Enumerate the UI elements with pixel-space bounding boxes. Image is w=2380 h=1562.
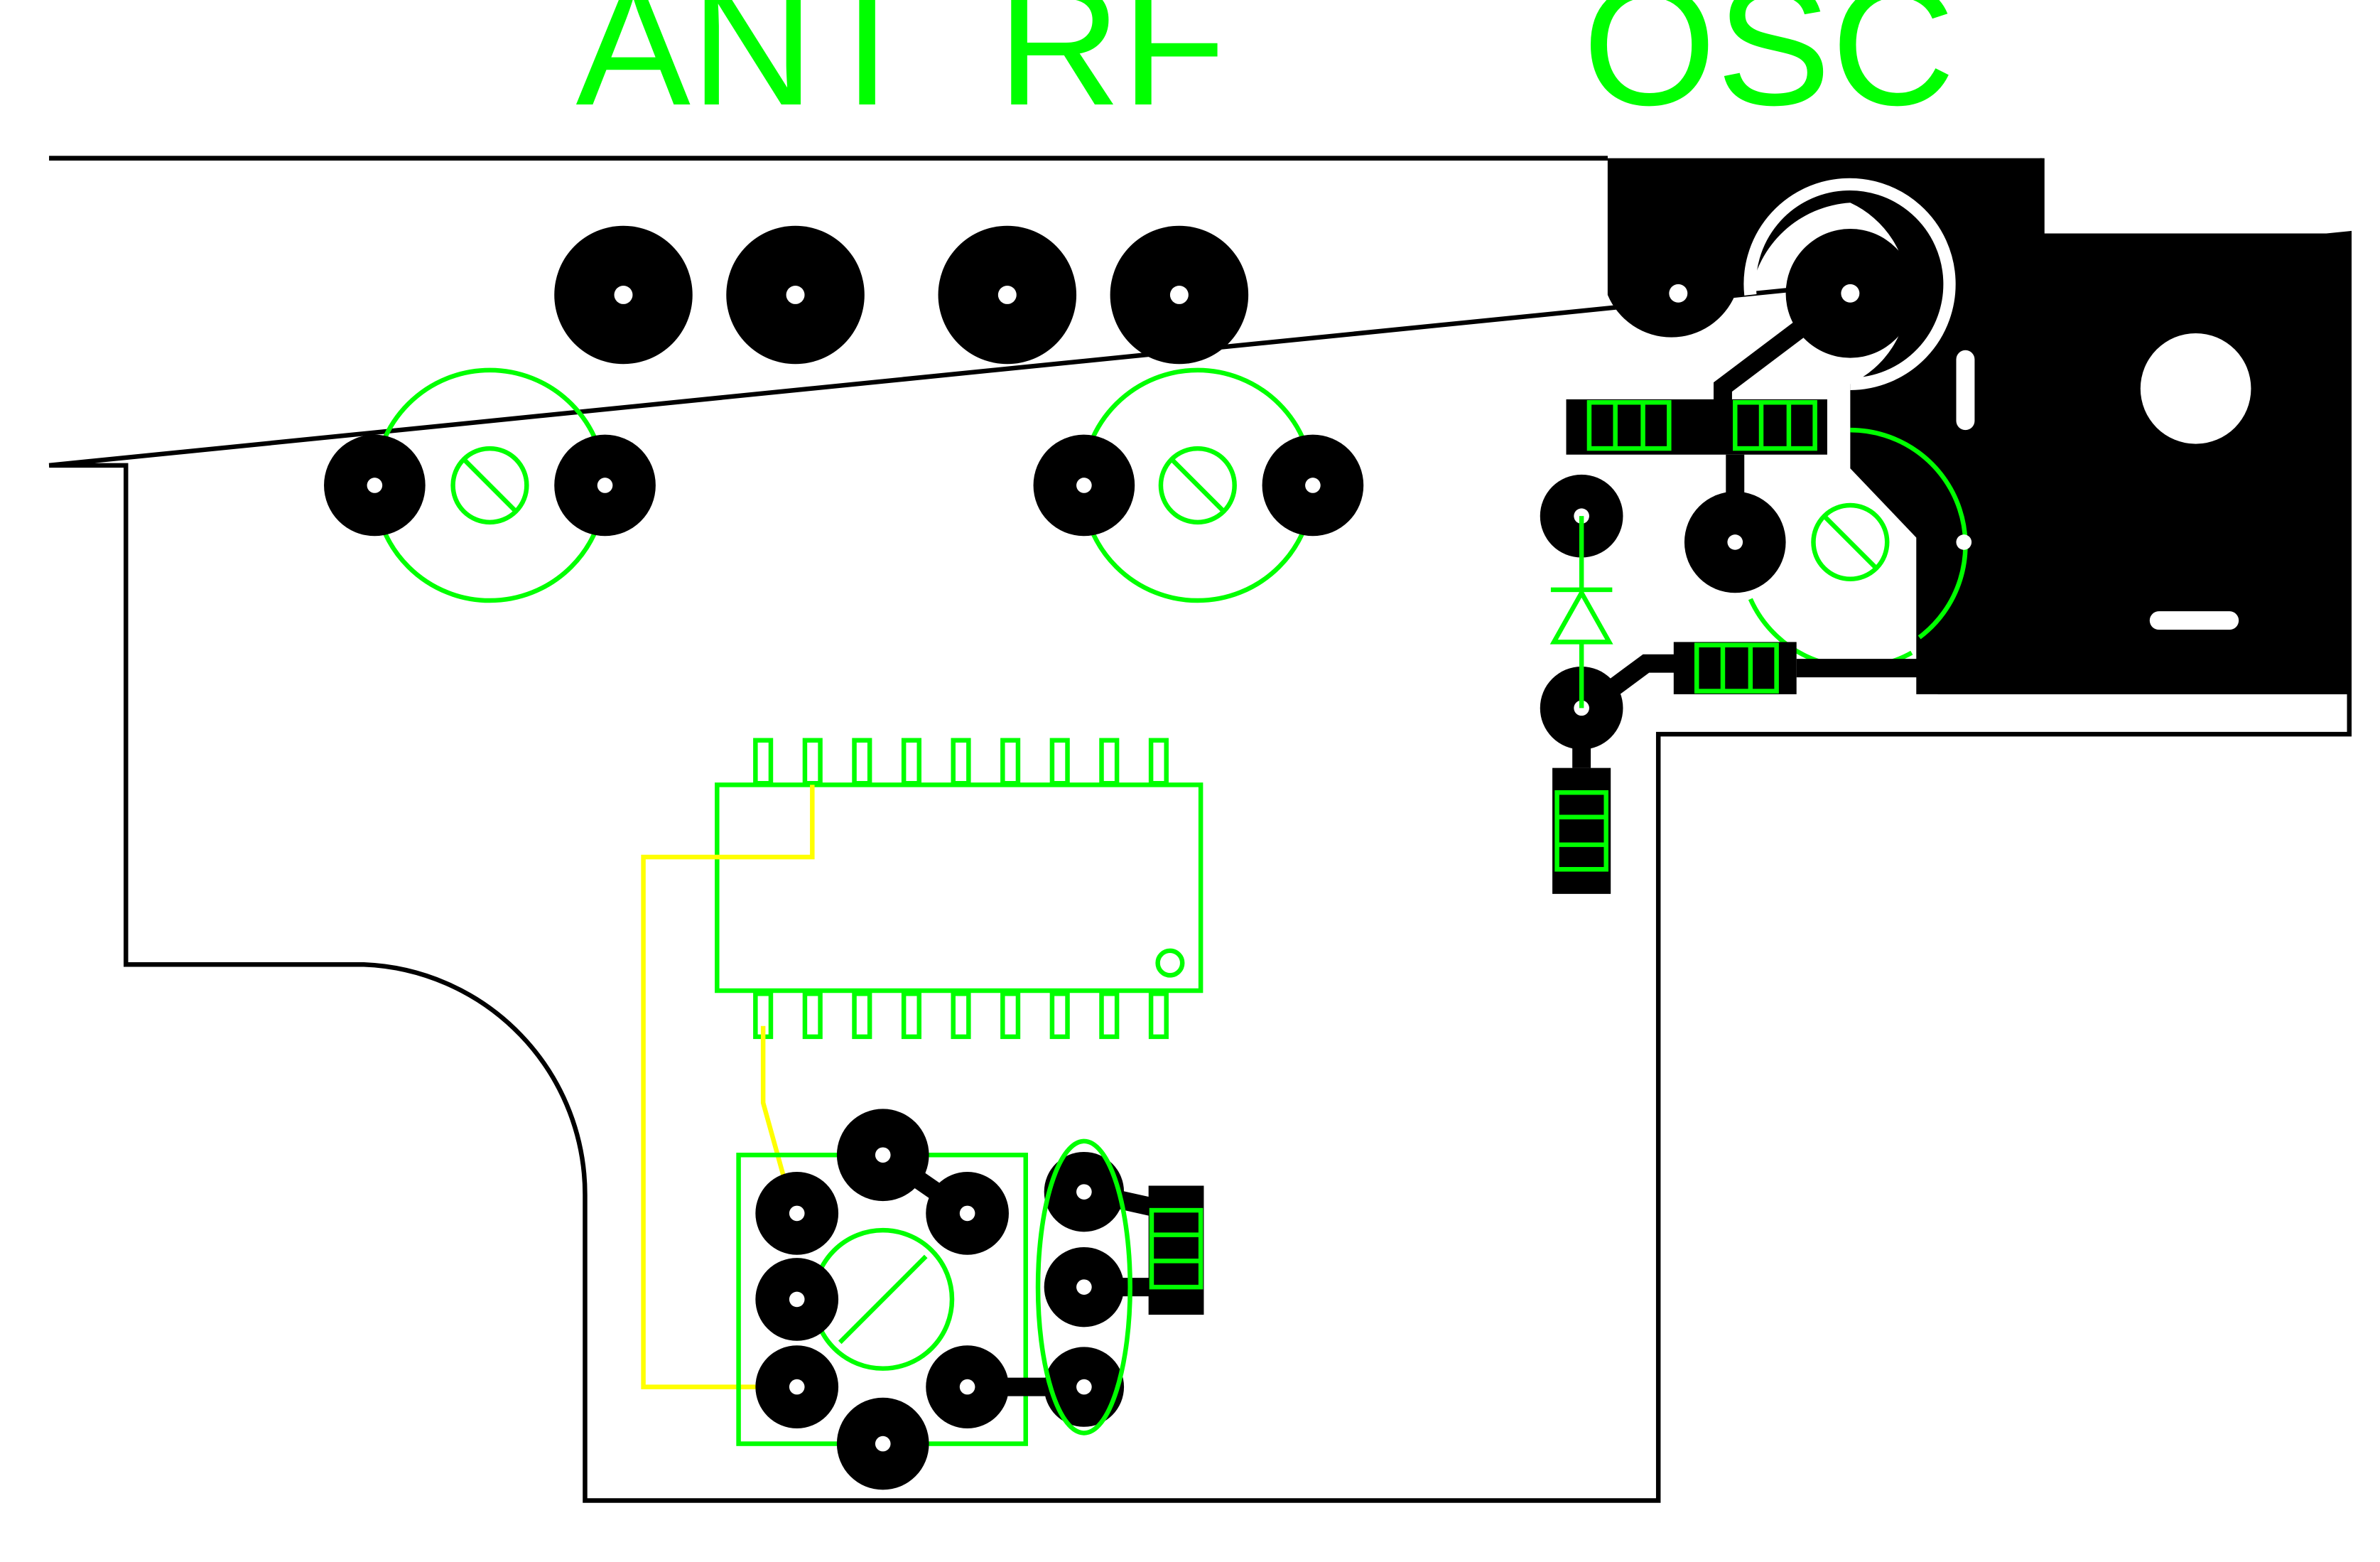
osc-smd-cap-bottom — [1552, 737, 1611, 894]
ic-pin — [1049, 738, 1070, 786]
ic-pin — [951, 991, 971, 1040]
osc-diode — [1540, 474, 1689, 750]
rf-trimmer — [1033, 367, 1364, 603]
label-osc: OSC — [1583, 0, 1956, 141]
ic-pin1-marker — [1155, 948, 1185, 978]
osc-copper-region — [1607, 158, 2349, 694]
bottom-trimmer — [736, 1109, 1084, 1490]
ic-pin — [1049, 991, 1070, 1040]
pad-drill — [614, 285, 633, 304]
ic-pin — [951, 738, 971, 786]
ic-pin — [1000, 738, 1021, 786]
osc-trimmer — [1684, 427, 1972, 670]
ic-pin — [852, 738, 872, 786]
rf-pads — [938, 225, 1249, 365]
ic-pin — [753, 738, 774, 786]
ic-pin — [852, 991, 872, 1040]
label-rf: RF — [997, 0, 1226, 141]
bottom-coil — [1035, 1138, 1204, 1436]
ic-pin — [901, 738, 921, 786]
label-ant: ANT — [575, 0, 919, 141]
ic-pin — [1148, 991, 1169, 1040]
ic-pin — [1148, 738, 1169, 786]
pad-drill — [1169, 285, 1189, 304]
ic-pin — [802, 738, 823, 786]
ant-trimmer — [324, 367, 656, 603]
mounting-hole — [2140, 333, 2251, 444]
ic-pins-bottom — [753, 991, 1169, 1040]
ic-pins-top — [753, 738, 1169, 786]
ic-pin — [1000, 991, 1021, 1040]
ic-pin — [802, 991, 823, 1040]
pad-drill — [786, 285, 805, 304]
ic-pin — [1099, 738, 1120, 786]
ic-pin — [901, 991, 921, 1040]
slot-vertical — [1956, 350, 1975, 431]
ic-pin — [1099, 991, 1120, 1040]
pad-drill — [997, 285, 1017, 304]
ic-chip — [715, 738, 1203, 1040]
slot-horizontal — [2149, 611, 2239, 630]
osc-smd-cap-right — [1673, 642, 1920, 694]
osc-smd-caps-top — [1566, 399, 1827, 500]
ant-pads — [554, 225, 865, 365]
